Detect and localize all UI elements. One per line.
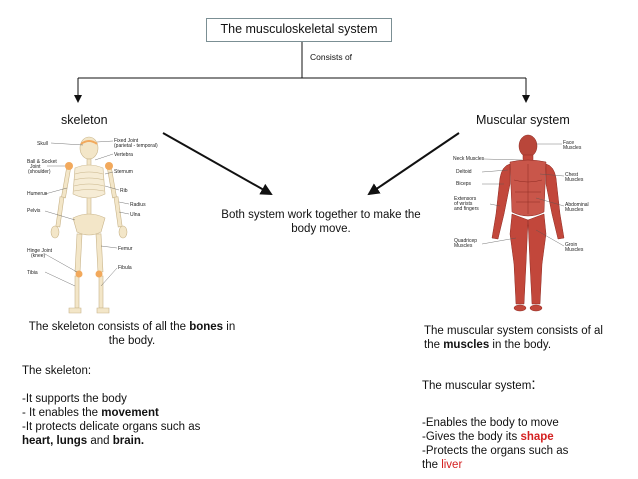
muscular-desc-line1: The muscular system consists of al <box>424 325 603 337</box>
muscular-illustration: Face Muscles Neck Muscles Deltoid Chest … <box>453 134 589 312</box>
muscle-label: Biceps <box>456 181 472 187</box>
skeleton-list: -It supports the body - It enables the m… <box>22 392 252 448</box>
skeleton-label: Fixed Joint <box>114 138 139 144</box>
muscle-label: Neck Muscles <box>453 156 485 162</box>
skeleton-desc-pre: The skeleton consists of all the <box>28 321 190 333</box>
left-converge-arrow <box>162 132 273 195</box>
muscle-label: Muscles <box>565 247 584 253</box>
skeleton-label: Pelvis <box>27 208 41 214</box>
muscle-label: Muscles <box>454 243 473 249</box>
muscular-item-3: -Protects the organs such as <box>422 445 569 457</box>
center-text: Both system work together to make the bo… <box>221 209 421 235</box>
skeleton-label: Vertebra <box>114 152 133 158</box>
muscular-item-4: the liver <box>422 459 463 471</box>
skeleton-label: Ulna <box>130 212 141 218</box>
muscular-description: The muscular system consists of al the m… <box>424 324 634 352</box>
skeleton-label: Radius <box>130 202 146 208</box>
skeleton-description: The skeleton consists of all the bones i… <box>22 320 242 348</box>
skeleton-label: Ball & Socket <box>27 159 57 165</box>
skeleton-item-4: heart, lungs and brain. <box>22 435 145 447</box>
muscular-list: -Enables the body to move -Gives the bod… <box>422 416 632 472</box>
right-shoulder-joint <box>105 162 113 170</box>
left-knee-joint <box>75 270 83 278</box>
muscle-label: Chest <box>565 172 579 178</box>
ribcage <box>72 164 106 199</box>
title-text: The musculoskeletal system <box>220 22 378 36</box>
muscular-item-2: -Gives the body its shape <box>422 431 554 443</box>
connector-label: Consists of <box>310 52 353 62</box>
skeleton-label: Sternum <box>114 169 133 175</box>
left-tibia <box>74 275 80 309</box>
skeleton-list-heading: The skeleton: <box>22 365 92 377</box>
left-leg <box>509 213 529 305</box>
muscle-label: Muscles <box>565 207 584 213</box>
muscle-label: Groin <box>565 242 577 248</box>
skeleton-label: (shoulder) <box>28 169 51 175</box>
pelvis <box>72 213 106 236</box>
muscle-label: of wrists <box>454 201 473 207</box>
muscular-heading: Muscular system <box>476 113 570 127</box>
right-leg <box>527 213 547 305</box>
muscle-label: Face <box>563 140 574 146</box>
muscle-label: Muscles <box>563 145 582 151</box>
right-converge-arrow <box>367 132 460 196</box>
skeleton-desc-post: in the body. <box>108 321 236 347</box>
muscle-label: Abdominal <box>565 202 589 208</box>
muscular-desc-line2: the muscles in the body. <box>424 339 552 351</box>
muscular-list-heading: The muscular system: <box>422 376 536 393</box>
skull-joint <box>80 140 98 145</box>
right-tibia <box>98 275 104 309</box>
muscular-item-1: -Enables the body to move <box>422 417 559 429</box>
skeleton-label: (parietal - temporal) <box>114 143 158 149</box>
right-femur <box>95 233 104 273</box>
skeleton-illustration: Skull Fixed Joint (parietal - temporal) … <box>27 136 158 314</box>
left-arm <box>491 163 511 240</box>
left-femur <box>74 233 83 273</box>
skeleton-label: Tibia <box>27 270 38 276</box>
skeleton-label: (knee) <box>31 253 46 259</box>
left-shoulder-joint <box>65 162 73 170</box>
left-forearm <box>55 196 65 228</box>
skeleton-label: Joint <box>30 164 41 170</box>
skeleton-label: Hinge Joint <box>27 248 53 254</box>
skeleton-desc-bold: bones <box>189 321 224 333</box>
muscle-label: Deltoid <box>456 169 472 175</box>
muscle-label: Extensors <box>454 196 477 202</box>
skeleton-heading: skeleton <box>61 113 108 127</box>
skeleton-item-3: -It protects delicate organs such as <box>22 421 201 433</box>
muscle-label: Quadricep <box>454 238 477 244</box>
right-knee-joint <box>95 270 103 278</box>
left-humerus <box>61 165 72 199</box>
muscle-label: Muscles <box>565 177 584 183</box>
skeleton-item-1: -It supports the body <box>22 393 127 405</box>
skeleton-label: Femur <box>118 246 133 252</box>
skeleton-label: Humerus <box>27 191 48 197</box>
skeleton-label: Skull <box>37 141 48 147</box>
title-box: The musculoskeletal system <box>206 18 392 42</box>
head <box>518 134 538 158</box>
skeleton-label: Fibula <box>118 265 132 271</box>
skeleton-item-2: - It enables the movement <box>22 407 159 419</box>
right-forearm <box>113 196 123 228</box>
skeleton-label: Rib <box>120 188 128 194</box>
muscle-label: and fingers <box>454 206 479 212</box>
